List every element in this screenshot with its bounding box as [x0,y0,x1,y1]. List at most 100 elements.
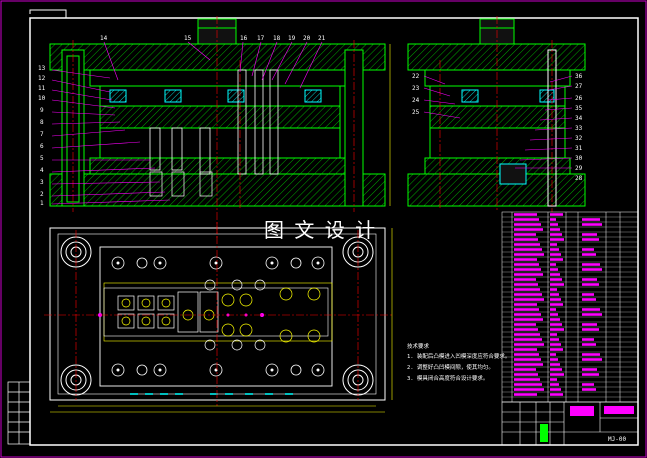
parts-list-entry [582,358,602,361]
parts-list-entry [550,213,563,216]
die-plate [89,157,349,175]
lower-plate [49,173,386,207]
side-callout-35: 35 [575,105,583,112]
parts-list-entry [582,383,594,386]
tech-notes: 技术要求 1. 装配后凸模进入凹模深度应符合要求。 2. 调整好凸凹模间隙，使其… [407,342,510,382]
parts-list-entry [514,238,538,241]
parts-list-entry [550,253,561,256]
parts-list-entry [550,343,561,346]
parts-list-entry [582,368,597,371]
side-callout-22: 22 [412,73,420,80]
parts-list-entry [514,233,536,236]
parts-list-entry [582,263,600,266]
parts-list-entry [514,368,536,371]
parts-list-entry [582,223,602,226]
tech-note-3: 3. 模具闭合高度符合设计要求。 [407,374,488,382]
tech-note-2: 2. 调整好凸凹模间隙，使其均匀。 [407,363,494,371]
parts-list-entry [514,298,544,301]
side-callout-25: 25 [412,109,420,116]
parts-list-entry [550,318,560,321]
parts-list-entry [514,278,536,281]
parts-list-entry [550,268,558,271]
front-callout-18: 18 [273,35,281,42]
parts-list-entry [514,338,542,341]
parts-list-entry [514,243,540,246]
parts-list-entry [582,233,597,236]
parts-list-entry [582,353,600,356]
parts-list-entry [550,358,558,361]
parts-list-entry [514,373,538,376]
drawing-number: MJ-00 [608,436,626,443]
parts-list-entry [582,323,597,326]
parts-list-entry [514,393,537,396]
parts-list-entry [514,363,543,366]
parts-list-entry [514,383,542,386]
side-callout-31: 31 [575,145,583,152]
front-callout-15: 15 [184,35,192,42]
side-callout-32: 32 [575,135,583,142]
parts-list-entry [550,243,557,246]
parts-list-entry [514,283,538,286]
parts-list-entry [514,268,541,271]
front-callout-10: 10 [38,95,46,102]
parts-list-entry [582,253,596,256]
parts-list-entry [550,388,561,391]
parts-list-entry [550,338,559,341]
parts-list-entry [514,223,541,226]
side-callout-28: 28 [575,175,583,182]
parts-list-entry [582,238,599,241]
parts-list-entry [550,263,556,266]
front-callout-12: 12 [38,75,46,82]
side-view: 22 23 24 25 36 27 26 35 34 33 32 31 30 2… [407,16,586,212]
side-callout-23: 23 [412,85,420,92]
front-callout-17: 17 [257,35,265,42]
parts-list-entry [514,333,540,336]
front-callout-5: 5 [40,155,44,162]
parts-list-entry [550,218,556,221]
side-callout-33: 33 [575,125,583,132]
front-callout-11: 11 [38,85,46,92]
watermark: 图 文 设 计 [264,218,377,242]
front-callout-19: 19 [288,35,296,42]
parts-list-entry [582,308,600,311]
front-callout-2: 2 [40,191,44,198]
front-callout-6: 6 [40,143,44,150]
parts-list-entry [582,373,599,376]
parts-list-entry [550,378,557,381]
parts-list-entry [514,328,538,331]
parts-list-entry [514,318,543,321]
parts-list-entry [582,218,600,221]
parts-list-entry [514,218,539,221]
parts-list-entry [550,393,563,396]
parts-list-entry [582,268,602,271]
parts-list-entry [550,313,558,316]
tech-notes-title: 技术要求 [407,342,430,350]
parts-list-entry [514,263,539,266]
parts-list-entry [550,233,562,236]
title-block [501,401,639,446]
parts-list-entry [514,388,544,391]
parts-list-entry [514,248,542,251]
parts-list-entry [550,383,559,386]
parts-list-entry [550,368,562,371]
parts-list-entry [550,328,564,331]
parts-list-entry [514,313,541,316]
front-callout-21: 21 [318,35,326,42]
parts-list-entry [550,348,563,351]
parts-list-entry [582,338,594,341]
side-callout-27: 27 [575,83,583,90]
parts-list-entry [550,288,557,291]
parts-list-entry [514,323,536,326]
parts-list-entry [514,213,537,216]
parts-list-entry [514,378,540,381]
parts-list-entry [582,283,599,286]
parts-list-entry [550,238,564,241]
parts-list-entry [514,358,541,361]
front-callout-1: 1 [40,200,44,207]
parts-list-entry [550,283,564,286]
parts-list-entry [550,373,564,376]
parts-list-entry [582,313,602,316]
parts-list-entry [582,293,594,296]
front-callout-4: 4 [40,167,44,174]
parts-list-entry [550,363,560,366]
